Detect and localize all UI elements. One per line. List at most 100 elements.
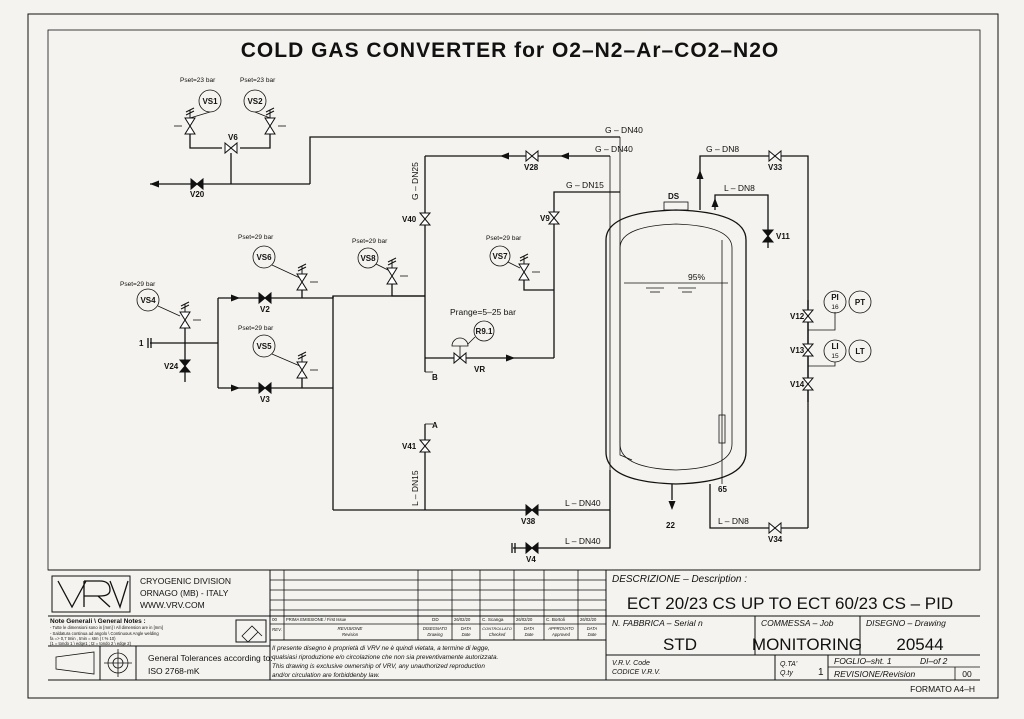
liquid-header: A V41 L – DN15 V38 L – DN40 V4 L – DN40 (333, 421, 611, 564)
vs6-bubble[interactable] (252, 245, 276, 269)
v33-valve-symbol[interactable] (768, 150, 782, 162)
vs2-relief-valve-symbol[interactable] (264, 107, 276, 135)
vs8-bubble[interactable] (357, 247, 379, 269)
vs7-relief-valve-symbol[interactable] (518, 253, 530, 281)
v12-valve-symbol[interactable] (802, 309, 814, 323)
v4-valve-symbol[interactable] (525, 542, 539, 554)
serial-label: N. FABBRICA – Serial n (612, 618, 703, 628)
vr-outlet-arrow (506, 354, 515, 362)
v9-tag: V9 (540, 214, 550, 223)
vrv-logo-frame (51, 575, 131, 613)
v9-valve-symbol[interactable] (548, 211, 560, 225)
code-label-it: CODICE V.R.V. (612, 669, 660, 676)
point-1-label: 1 (139, 339, 144, 348)
vs5-bubble[interactable] (252, 334, 276, 358)
legal-line-4: and/or circulation are forbiddenby law. (272, 672, 380, 679)
vs4-tag: VS4 (140, 296, 156, 305)
legal-line-3: This drawing is exclusive ownership of V… (272, 663, 485, 670)
line-label-g-dn15: G – DN15 (566, 180, 604, 190)
drawing-value: 20544 (896, 635, 943, 654)
v13-valve-symbol[interactable] (802, 343, 814, 357)
pi16-bubble[interactable] (823, 290, 847, 314)
job-label: COMMESSA – Job (761, 618, 834, 628)
v14-valve-symbol[interactable] (802, 377, 814, 391)
li-tag: LI (831, 342, 838, 351)
v24-tag: V24 (164, 362, 179, 371)
v3-valve-symbol[interactable] (258, 382, 272, 394)
v28-valve-symbol[interactable] (525, 150, 539, 162)
g-dn8-arrow (696, 170, 704, 179)
vs8-tag: VS8 (360, 254, 376, 263)
vs4-relief-valve-symbol[interactable] (179, 301, 191, 329)
v2-valve-symbol[interactable] (258, 292, 272, 304)
vs1-tag: VS1 (202, 97, 218, 106)
line-label-g-dn8: G – DN8 (706, 144, 739, 154)
liquid-level-label: 95% (688, 272, 705, 282)
r91-bubble[interactable] (473, 320, 495, 342)
v38-tag: V38 (521, 517, 536, 526)
point-b-label: B (432, 373, 438, 382)
serial-value: STD (663, 635, 697, 654)
rev-header-approved-it: APPROVATO (547, 626, 574, 631)
v20-tag: V20 (190, 190, 205, 199)
rev-row-approved: C. Bortoli (546, 617, 565, 622)
rev-row-description: PRIMA EMISSIONE / First Issue (286, 617, 347, 622)
v38-valve-symbol[interactable] (525, 504, 539, 516)
v11-valve-symbol[interactable] (762, 229, 774, 243)
v6-valve-symbol[interactable] (224, 142, 238, 154)
rev-row-drawn-date: 26/02/20 (454, 617, 471, 622)
v3-tag: V3 (260, 395, 270, 404)
rev-header-date1-en: Date (462, 632, 472, 637)
vs5-relief-valve-symbol[interactable] (296, 351, 308, 379)
ds-label: DS (668, 192, 680, 201)
v41-valve-symbol[interactable] (419, 439, 431, 453)
line-label-l-dn8-bot: L – DN8 (718, 516, 749, 526)
legal-line-1: Il presente disegno è proprietà di VRV n… (272, 645, 490, 652)
vs1-relief-valve-symbol[interactable] (184, 107, 196, 135)
point-a-label: A (432, 421, 438, 430)
lt-bubble[interactable] (848, 339, 872, 363)
rev-header-checked-en: Checked (489, 632, 506, 637)
vs6-tag: VS6 (256, 253, 272, 262)
rev-row-drawn: DD (432, 617, 439, 622)
storage-vessel[interactable]: 95% DS 65 22 (605, 137, 747, 530)
vs4-bubble[interactable] (136, 288, 160, 312)
v2-inlet-arrow (231, 294, 240, 302)
v34-valve-symbol[interactable] (768, 522, 782, 534)
rev-row-approved-date: 26/02/20 (580, 617, 597, 622)
title-block: CRYOGENIC DIVISION ORNAGO (MB) - ITALY W… (48, 569, 980, 694)
rev-row-checked: C. Scanga (482, 617, 504, 622)
outer-frame (27, 13, 999, 699)
g-dn40-mid-line: V28 G – DN40 (425, 144, 633, 172)
point-22-label: 22 (666, 521, 675, 530)
g-dn40-arrow-2 (560, 152, 569, 160)
v40-valve-symbol[interactable] (419, 212, 431, 226)
vs8-relief-valve-symbol[interactable] (386, 257, 398, 285)
pi-number: 16 (831, 304, 839, 311)
vs7-pset: Pset=29 bar (486, 235, 522, 242)
vs2-pset: Pset=23 bar (240, 77, 276, 84)
vs6-relief-valve-symbol[interactable] (296, 263, 308, 291)
edit-pencil-icon (241, 625, 263, 643)
vs5-tag: VS5 (256, 342, 272, 351)
v4-tag: V4 (526, 555, 536, 564)
regulator-range: Prange=5–25 bar (450, 307, 516, 317)
notes-line-4: fa => 0,7 tmin , tmin = stm ( t % 10) (50, 636, 116, 641)
job-value: MONITORING (752, 635, 862, 654)
regulator-group: Prange=5–25 bar R9.1 VR (425, 307, 554, 374)
v20-valve-symbol[interactable] (190, 178, 204, 190)
pt-bubble[interactable] (848, 290, 872, 314)
company-division: CRYOGENIC DIVISION (140, 576, 231, 586)
tolerances-label: General Tolerances according to: (148, 653, 273, 663)
v13-tag: V13 (790, 346, 805, 355)
safety-group-top: Pset=23 bar Pset=23 bar VS1 VS2 V6 V20 G… (150, 77, 643, 199)
li15-bubble[interactable] (823, 339, 847, 363)
v6-tag: V6 (228, 133, 238, 142)
point-65-label: 65 (718, 485, 727, 494)
vs7-bubble[interactable] (489, 245, 511, 267)
v24-valve-symbol[interactable] (179, 359, 191, 373)
rev-header-drawn-it: DISEGNATO (423, 626, 448, 631)
company-web[interactable]: WWW.VRV.COM (140, 600, 205, 610)
line-label-g-dn25: G – DN25 (410, 162, 420, 200)
